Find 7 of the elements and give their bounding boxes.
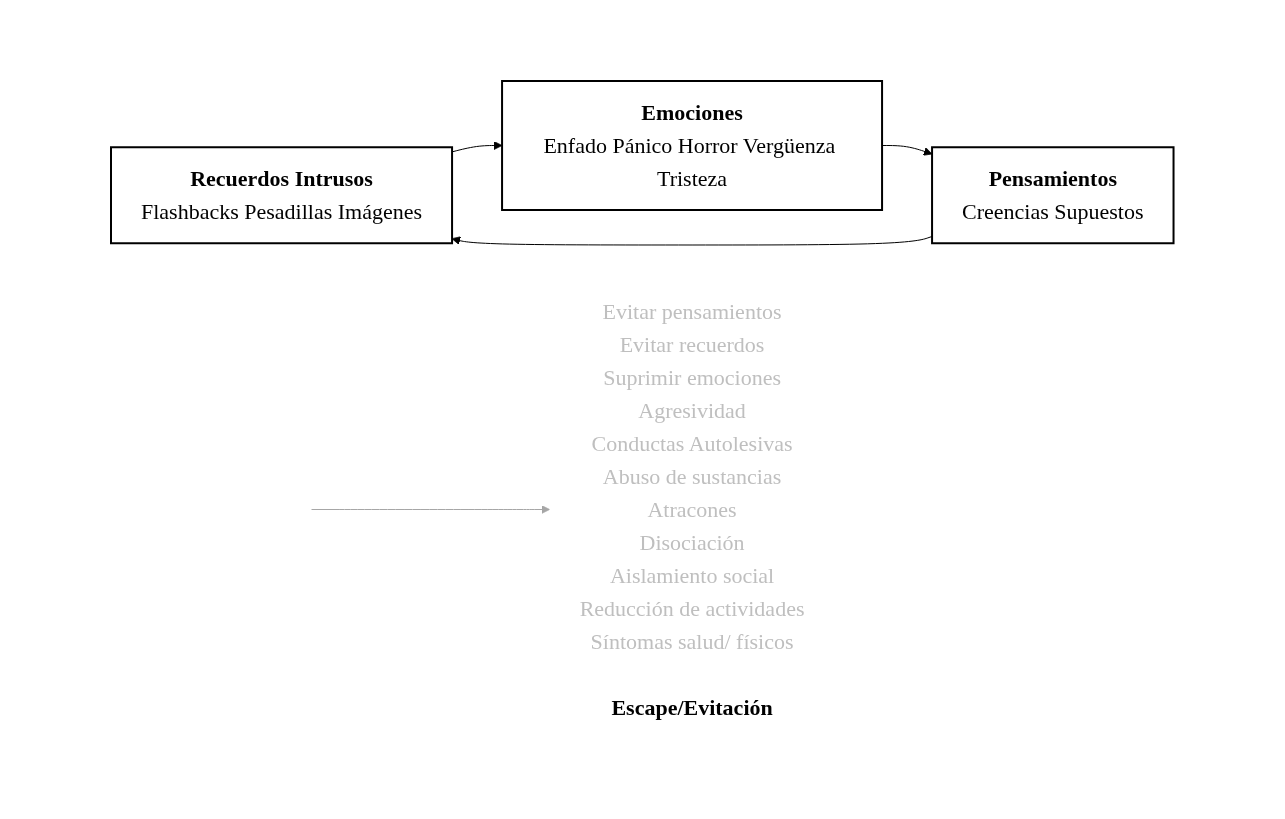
arrow: [311, 504, 551, 514]
arrow: [451, 235, 933, 245]
node-box: Recuerdos Intrusos Flashbacks Pesadillas Imágenes: [110, 145, 454, 244]
node-box: Emociones Enfado Pánico Horror Vergüenza Tristeza: [501, 79, 884, 211]
arrow: [451, 140, 503, 152]
node-box: Pensamientos Creencias Supuestos: [931, 145, 1175, 244]
node-text: Evitar pensamientos Evitar recuerdos Suprimir emociones Agresividad Conductas Autolesivas Abuso de sustancias Atracones Disociación Aislamiento social Reducción de actividades Síntomas salud/ físicos Escape/Evitación: [579, 298, 805, 720]
